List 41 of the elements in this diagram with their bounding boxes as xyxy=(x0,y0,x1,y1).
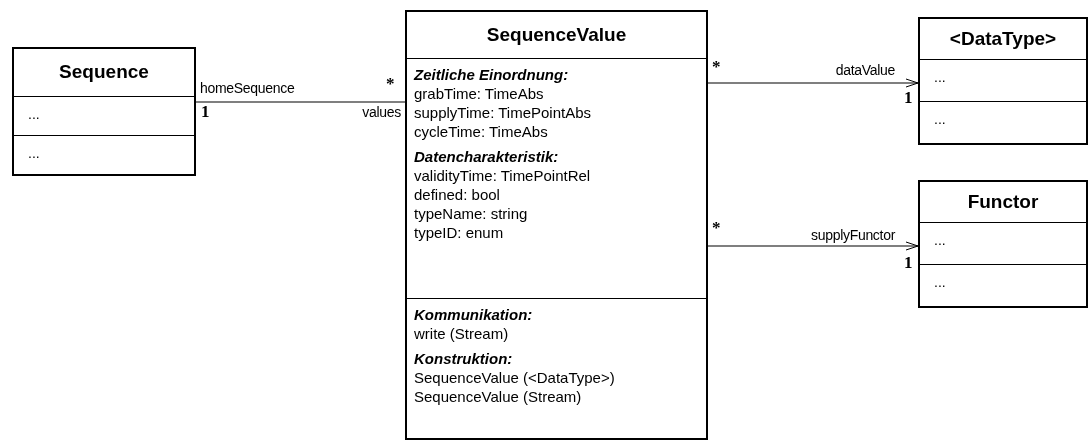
multiplicity-label: * xyxy=(712,58,721,76)
member-text: cycleTime: TimeAbs xyxy=(414,122,549,141)
role-name: values xyxy=(362,103,401,121)
ellipsis-text: ... xyxy=(933,231,947,250)
association-line xyxy=(195,101,406,103)
member-text: validityTime: TimePointRel xyxy=(414,166,592,185)
section-heading: Datencharakteristik: xyxy=(414,147,560,166)
ellipsis-text: ... xyxy=(27,144,41,163)
class-name: Functor xyxy=(967,189,1039,214)
association-line xyxy=(707,78,919,88)
multiplicity-label: 1 xyxy=(201,103,210,121)
multiplicity-label: * xyxy=(712,219,721,237)
class-box xyxy=(12,47,196,176)
section-heading: Zeitliche Einordnung: xyxy=(414,65,570,84)
association-line xyxy=(707,241,919,251)
ellipsis-text: ... xyxy=(933,68,947,87)
member-text: SequenceValue (Stream) xyxy=(414,387,583,406)
member-text: typeName: string xyxy=(414,204,529,223)
ellipsis-text: ... xyxy=(933,273,947,292)
class-box xyxy=(918,17,1088,145)
member-text: defined: bool xyxy=(414,185,501,204)
role-name: homeSequence xyxy=(200,79,295,97)
ellipsis-text: ... xyxy=(27,105,41,124)
class-name: <DataType> xyxy=(949,26,1057,51)
member-text: typeID: enum xyxy=(414,223,505,242)
class-name: SequenceValue xyxy=(486,22,627,47)
class-name: Sequence xyxy=(59,60,149,85)
role-name: dataValue xyxy=(835,61,895,79)
class-box xyxy=(405,10,708,440)
multiplicity-label: * xyxy=(386,75,395,93)
role-name: supplyFunctor xyxy=(810,226,895,244)
member-text: supplyTime: TimePointAbs xyxy=(414,103,592,122)
class-box xyxy=(918,180,1088,308)
multiplicity-label: 1 xyxy=(904,254,913,272)
member-text: grabTime: TimeAbs xyxy=(414,84,545,103)
ellipsis-text: ... xyxy=(933,110,947,129)
multiplicity-label: 1 xyxy=(904,89,913,107)
section-heading: Kommunikation: xyxy=(414,305,534,324)
member-text: write (Stream) xyxy=(414,324,510,343)
member-text: SequenceValue (<DataType>) xyxy=(414,368,616,387)
section-heading: Konstruktion: xyxy=(414,349,514,368)
